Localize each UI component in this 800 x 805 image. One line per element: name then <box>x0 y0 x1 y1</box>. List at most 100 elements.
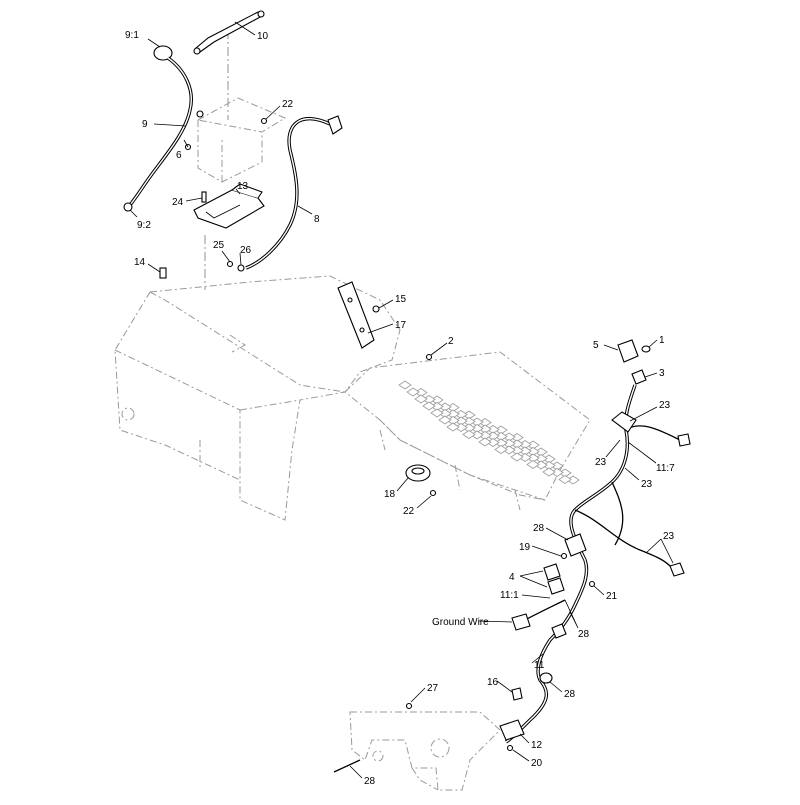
callout-15: 15 <box>395 294 407 305</box>
callout-9: 9 <box>142 119 148 130</box>
frame-top-edge <box>149 291 346 393</box>
screw-2 <box>425 353 433 361</box>
cable-28d <box>333 759 361 773</box>
bolt-14 <box>159 267 167 279</box>
relay-28a <box>564 533 587 557</box>
harness-branch-23d <box>574 509 673 569</box>
battery-tray-rib <box>205 204 241 219</box>
seat-plate-outline <box>349 711 501 791</box>
connector-23a <box>611 411 637 433</box>
connector-23d <box>669 562 685 577</box>
callout-28-c: 28 <box>564 689 576 700</box>
washer-26 <box>237 264 245 272</box>
platform-grid-cell <box>398 380 412 390</box>
loop-28c <box>539 672 553 684</box>
platform-grid-cell <box>446 422 460 432</box>
callout-23-b: 23 <box>595 457 607 468</box>
callout-10: 10 <box>257 31 269 42</box>
callout-9-2: 9:2 <box>137 220 151 231</box>
callout-9-1: 9:1 <box>125 30 139 41</box>
callout-21: 21 <box>606 591 618 602</box>
platform-grid-cell <box>438 415 452 425</box>
callout-18: 18 <box>384 489 396 500</box>
callout-27: 27 <box>427 683 439 694</box>
callout-6: 6 <box>176 150 182 161</box>
screw-20 <box>506 744 514 752</box>
callout-28-a: 28 <box>533 523 545 534</box>
connector-28b <box>551 623 567 639</box>
callout-23-a: 23 <box>659 400 671 411</box>
callout-17: 17 <box>395 320 407 331</box>
mount-bracket-17 <box>337 281 375 349</box>
ground-wire <box>524 599 566 621</box>
ground-connector <box>511 613 531 631</box>
platform-grid-cell <box>526 460 540 469</box>
nut-25 <box>226 260 234 268</box>
callout-1: 1 <box>659 335 665 346</box>
callout-12: 12 <box>531 740 543 751</box>
nut-22 <box>260 117 268 125</box>
platform-legs <box>379 429 521 511</box>
platform-grid-cell <box>478 437 492 447</box>
terminal-bolt <box>196 110 204 118</box>
bolt-24 <box>201 191 207 203</box>
hold-down-strap <box>195 11 263 53</box>
callout-24: 24 <box>172 197 184 208</box>
callout-2: 2 <box>448 336 454 347</box>
terminal-boot <box>153 45 173 61</box>
callout-ground-wire: Ground Wire <box>432 617 489 628</box>
connector-3 <box>631 369 647 385</box>
callout-11-1: 11:1 <box>500 590 519 601</box>
battery-top <box>196 97 287 133</box>
callout-14: 14 <box>134 257 146 268</box>
callout-25: 25 <box>213 240 225 251</box>
callout-26: 26 <box>240 245 252 256</box>
platform-grid-cell <box>494 445 508 454</box>
callout-3: 3 <box>659 368 665 379</box>
platform-grid <box>398 380 580 485</box>
cable-lug-9-2 <box>123 202 133 212</box>
harness-loop <box>611 481 624 546</box>
frame-tab <box>229 334 246 353</box>
battery-body <box>197 120 263 183</box>
platform-grid-cell <box>462 430 476 439</box>
callout-22-bottom: 22 <box>403 506 415 517</box>
callout-19: 19 <box>519 542 531 553</box>
strap-hook-left <box>193 47 201 55</box>
switch-16 <box>511 687 523 701</box>
callout-20: 20 <box>531 758 543 769</box>
platform-front <box>379 419 546 501</box>
callout-23-c: 23 <box>641 479 653 490</box>
callout-28-d: 28 <box>364 776 376 787</box>
frame-hole <box>121 407 135 421</box>
screw-21 <box>588 580 596 588</box>
callout-16: 16 <box>487 677 499 688</box>
relay-4a <box>543 563 561 581</box>
callout-leaders <box>129 21 674 779</box>
platform-grid-cell <box>542 467 556 477</box>
buzzer-assembly <box>405 353 437 497</box>
platform-grid-cell <box>510 452 524 462</box>
platform-grid-cell <box>406 387 420 397</box>
foot-platform <box>344 351 591 511</box>
rear-frame-ghost <box>114 267 401 521</box>
battery-assembly <box>123 10 343 290</box>
connector-right <box>677 433 691 447</box>
platform-grid-cell <box>422 401 436 411</box>
battery-tray-lip <box>231 183 263 199</box>
callout-labels: 10 9:1 9 22 6 13 24 8 9:2 25 26 14 15 17… <box>125 30 675 787</box>
harness-branch-right <box>625 425 681 441</box>
relay-4b <box>547 577 565 595</box>
callout-13: 13 <box>237 181 249 192</box>
callout-11: 11 <box>534 660 545 671</box>
nut-22-buzzer <box>429 489 437 497</box>
callout-5: 5 <box>593 340 599 351</box>
wiring-harness <box>499 339 691 752</box>
screw-19 <box>560 552 568 560</box>
platform-grid-cell <box>558 475 572 484</box>
callout-8: 8 <box>314 214 320 225</box>
screw-27 <box>405 702 413 710</box>
callout-11-7: 11:7 <box>656 463 675 474</box>
